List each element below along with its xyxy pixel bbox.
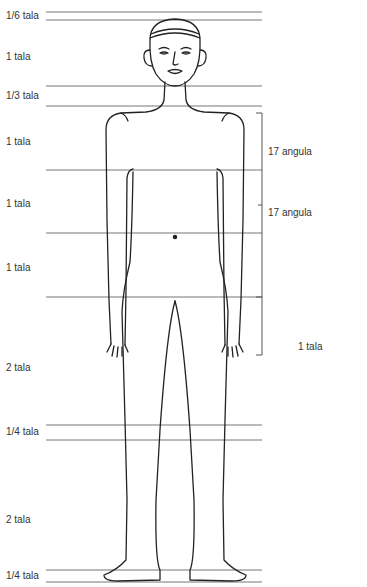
head-outline — [150, 19, 200, 86]
guide-line — [46, 570, 262, 571]
guide-line — [46, 106, 262, 107]
guide-line — [46, 440, 262, 441]
guide-line — [46, 86, 262, 87]
measure-label: 1 tala — [298, 341, 322, 353]
proportion-label: 1/3 tala — [6, 90, 39, 102]
proportion-label: 1 tala — [6, 198, 30, 210]
measure-bracket — [256, 113, 262, 355]
guide-line — [46, 425, 262, 426]
guide-line — [46, 170, 262, 171]
guide-line — [46, 582, 262, 583]
proportion-label: 1 tala — [6, 51, 30, 63]
ear — [198, 50, 206, 66]
mouth — [168, 70, 182, 74]
proportion-label: 1 tala — [6, 136, 30, 148]
proportion-label: 2 tala — [6, 514, 30, 526]
body-half — [104, 82, 175, 581]
human-figure — [104, 19, 246, 581]
arm-outer — [106, 82, 165, 344]
guide-line — [46, 12, 262, 13]
hair-band — [150, 33, 200, 38]
hair-band — [151, 29, 199, 34]
measure-label: 17 angula — [268, 146, 312, 158]
proportion-label: 2 tala — [6, 362, 30, 374]
navel — [173, 235, 176, 238]
shoulder — [121, 113, 128, 121]
nose — [173, 52, 178, 65]
ear — [144, 50, 152, 66]
guide-lines — [46, 12, 262, 582]
proportion-label: 1/6 tala — [6, 10, 39, 22]
measure-label: 17 angula — [268, 207, 312, 219]
proportion-label: 1/4 tala — [6, 570, 39, 582]
proportion-label: 1 tala — [6, 262, 30, 274]
arm-inner — [125, 169, 133, 345]
brow — [159, 48, 191, 50]
fingers — [107, 344, 128, 357]
guide-line — [46, 233, 262, 234]
guide-line — [46, 20, 262, 21]
torso-leg — [104, 172, 175, 581]
guide-line — [46, 297, 262, 298]
proportion-label: 1/4 tala — [6, 426, 39, 438]
